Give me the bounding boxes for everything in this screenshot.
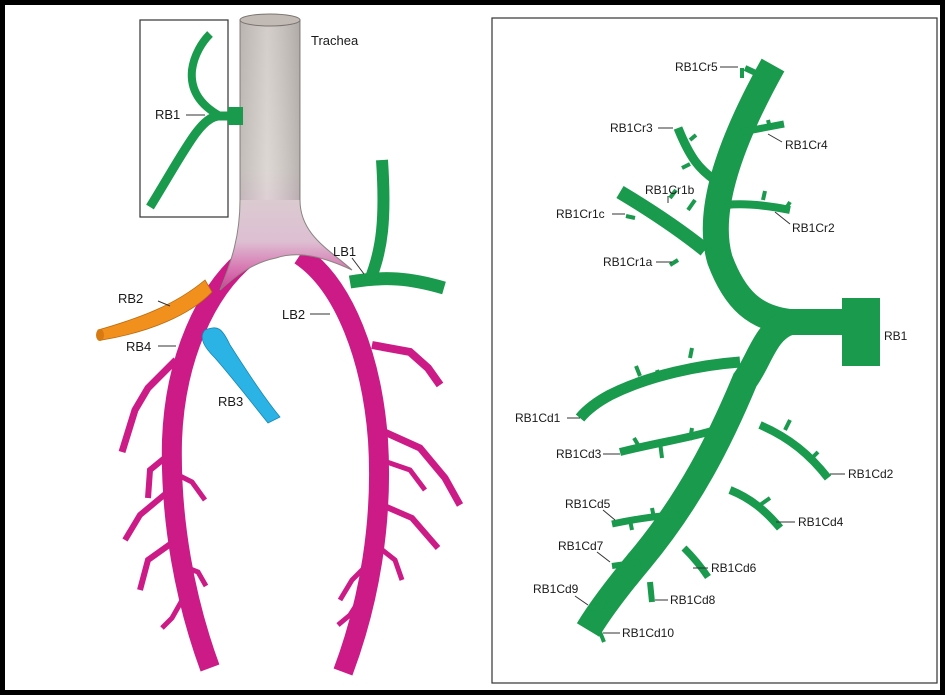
- label-rb1cr2: RB1Cr2: [792, 221, 835, 235]
- label-rb1cd2: RB1Cd2: [848, 467, 894, 481]
- label-rb1: RB1: [155, 107, 180, 122]
- label-rb1cr3: RB1Cr3: [610, 121, 653, 135]
- label-rb1cr1c: RB1Cr1c: [556, 207, 605, 221]
- label-rb1cd1: RB1Cd1: [515, 411, 561, 425]
- label-rb2: RB2: [118, 291, 143, 306]
- label-rb1cd9: RB1Cd9: [533, 582, 579, 596]
- right-panel: RB1 RB1Cr5 RB1Cr3 RB1Cr4 RB1Cr1b RB1Cr1c…: [492, 18, 937, 683]
- label-rb1cr4: RB1Cr4: [785, 138, 828, 152]
- label-rb1cd4: RB1Cd4: [798, 515, 844, 529]
- label-rb3: RB3: [218, 394, 243, 409]
- label-rb4: RB4: [126, 339, 151, 354]
- label-rb1cd3: RB1Cd3: [556, 447, 602, 461]
- label-rb1cd8: RB1Cd8: [670, 593, 716, 607]
- left-main-bronchus: [300, 255, 460, 672]
- label-rb1cr1a: RB1Cr1a: [603, 255, 653, 269]
- label-rb1cr5: RB1Cr5: [675, 60, 718, 74]
- label-trachea: Trachea: [311, 33, 359, 48]
- label-rb1cd6: RB1Cd6: [711, 561, 757, 575]
- label-rb1cd7: RB1Cd7: [558, 539, 604, 553]
- label-lb1: LB1: [333, 244, 356, 259]
- lb1-branch: [350, 160, 444, 288]
- label-rb1cd5: RB1Cd5: [565, 497, 611, 511]
- label-right-rb1: RB1: [884, 329, 908, 343]
- left-panel: Trachea RB1 RB2 RB4 RB3 LB1 LB2: [96, 14, 460, 672]
- trachea-opening: [240, 14, 300, 26]
- label-rb1cd10: RB1Cd10: [622, 626, 674, 640]
- rb1-detailed-tree: [580, 65, 880, 642]
- label-lb2: LB2: [282, 307, 305, 322]
- label-rb1cr1b: RB1Cr1b: [645, 183, 695, 197]
